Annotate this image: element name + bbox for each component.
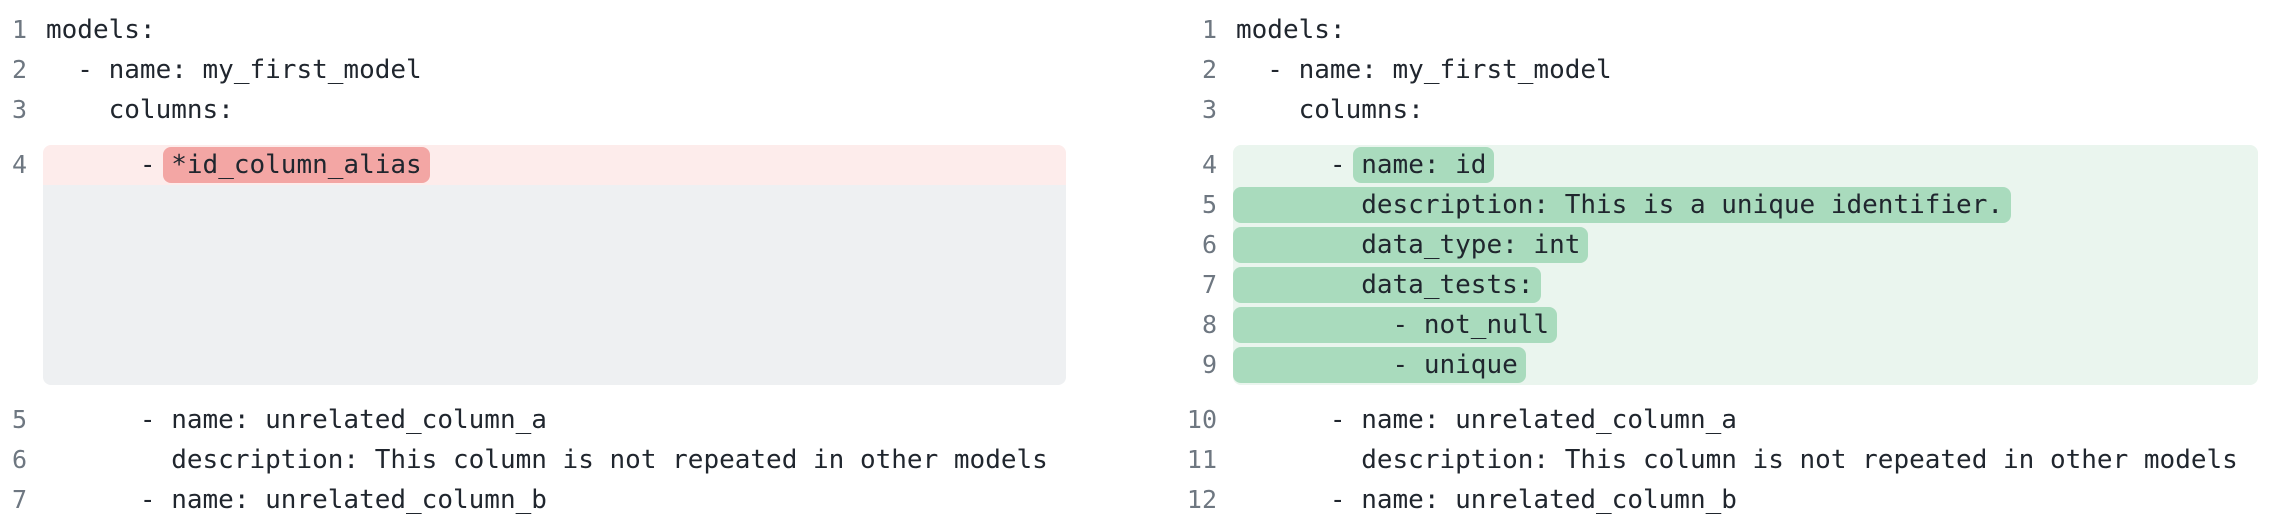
line-row: 1 models: xyxy=(1184,10,2258,50)
added-token: description: This is a unique identifier… xyxy=(1233,187,2012,223)
line-code: - name: unrelated_column_a xyxy=(1236,405,1737,435)
line-number: 6 xyxy=(11,445,27,474)
line-row: 4 - *id_column_alias xyxy=(10,145,1066,185)
line-code-added: data_type: int xyxy=(1233,225,2258,265)
added-token: data_tests: xyxy=(1233,267,1542,303)
line-number xyxy=(10,185,27,385)
line-number: 1 xyxy=(11,15,27,44)
line-code-added: description: This is a unique identifier… xyxy=(1233,185,2258,225)
line-number: 3 xyxy=(11,95,27,124)
line-code-prefix: - xyxy=(1236,150,1362,180)
added-token: name: id xyxy=(1353,147,1495,183)
line-code-added: - name: id xyxy=(1233,145,2258,185)
line-row: 2 - name: my_first_model xyxy=(1184,50,2258,90)
line-row: 5 - name: unrelated_column_a xyxy=(10,400,1066,440)
line-row: 10 - name: unrelated_column_a xyxy=(1184,400,2258,440)
added-token: - unique xyxy=(1233,347,1526,383)
line-code: - name: unrelated_column_b xyxy=(46,485,547,515)
line-number: 1 xyxy=(1201,15,1217,44)
line-row: 6 description: This column is not repeat… xyxy=(10,440,1066,480)
line-number: 7 xyxy=(1201,270,1217,299)
line-row: 12 - name: unrelated_column_b xyxy=(1184,480,2258,520)
line-code: columns: xyxy=(46,95,234,125)
line-number: 2 xyxy=(1201,55,1217,84)
line-row: 9 - unique xyxy=(1184,345,2258,385)
collapsed-filler-block xyxy=(43,185,1066,385)
line-number: 3 xyxy=(1201,95,1217,124)
line-code: - name: unrelated_column_a xyxy=(46,405,547,435)
line-code: - name: my_first_model xyxy=(1236,55,1612,85)
line-row: 2 - name: my_first_model xyxy=(10,50,1066,90)
line-code: - name: my_first_model xyxy=(46,55,422,85)
line-code-added: - not_null xyxy=(1233,305,2258,345)
line-number: 12 xyxy=(1186,485,1217,514)
line-number: 4 xyxy=(11,150,27,179)
line-number: 5 xyxy=(11,405,27,434)
line-code: models: xyxy=(1236,15,1346,45)
line-number: 8 xyxy=(1201,310,1217,339)
line-code: models: xyxy=(46,15,156,45)
line-number: 6 xyxy=(1201,230,1217,259)
line-number: 2 xyxy=(11,55,27,84)
line-code-added: data_tests: xyxy=(1233,265,2258,305)
line-number: 5 xyxy=(1201,190,1217,219)
line-code: description: This column is not repeated… xyxy=(1236,445,2238,475)
line-number: 11 xyxy=(1186,445,1217,474)
line-row: 5 description: This is a unique identifi… xyxy=(1184,185,2258,225)
line-row: 3 columns: xyxy=(1184,90,2258,130)
added-token: data_type: int xyxy=(1233,227,1589,263)
line-code: columns: xyxy=(1236,95,1424,125)
line-row: 7 data_tests: xyxy=(1184,265,2258,305)
line-code: - name: unrelated_column_b xyxy=(1236,485,1737,515)
removed-token: *id_column_alias xyxy=(163,147,430,183)
line-number: 4 xyxy=(1201,150,1217,179)
line-row: 6 data_type: int xyxy=(1184,225,2258,265)
line-number: 9 xyxy=(1201,350,1217,379)
line-code: description: This column is not repeated… xyxy=(46,445,1048,475)
line-number: 10 xyxy=(1186,405,1217,434)
line-row: 8 - not_null xyxy=(1184,305,2258,345)
added-token: - not_null xyxy=(1233,307,1558,343)
line-number: 7 xyxy=(11,485,27,514)
line-code-added: - unique xyxy=(1233,345,2258,385)
line-row: 1 models: xyxy=(10,10,1066,50)
line-code-prefix: - xyxy=(46,150,172,180)
line-row: 7 - name: unrelated_column_b xyxy=(10,480,1066,520)
collapsed-filler-row xyxy=(10,185,1066,385)
line-row: 11 description: This column is not repea… xyxy=(1184,440,2258,480)
line-code-removed: - *id_column_alias xyxy=(43,145,1066,185)
line-row: 3 columns: xyxy=(10,90,1066,130)
line-row: 4 - name: id xyxy=(1184,145,2258,185)
